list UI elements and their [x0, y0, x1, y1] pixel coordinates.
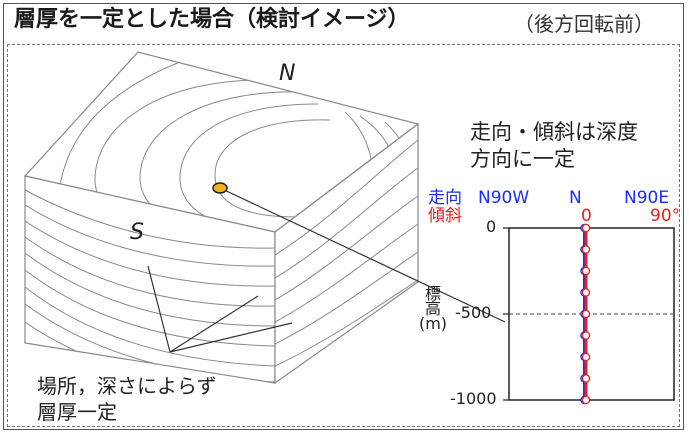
strike-right-label: N90E [624, 188, 670, 208]
page-subtitle: （後方回転前） [514, 12, 654, 36]
dip-right-label: 90° [650, 206, 681, 226]
dip-point-1 [581, 245, 591, 254]
dip-point-6 [581, 352, 591, 362]
caption-leader-lines [147, 265, 293, 353]
right-face [274, 122, 419, 385]
y-tick-1000: -1000 [450, 389, 497, 408]
y-tick-0: 0 [486, 217, 497, 236]
page-title: 層厚を一定とした場合（検討イメージ） [14, 7, 410, 32]
north-label: N [279, 61, 296, 86]
legend-strike: 走向 [428, 188, 462, 208]
dip-point-3 [581, 288, 591, 297]
y-axis-label: 標高(m) [418, 284, 448, 333]
dip-point-5 [581, 331, 591, 340]
note-line-1: 走向・傾斜は深度 [470, 120, 638, 144]
right-strata [275, 139, 418, 367]
caption-line-2: 層厚一定 [37, 400, 117, 424]
dip-point-4 [581, 309, 591, 319]
sample-point-marker [212, 182, 228, 194]
strike-center-label: N [569, 188, 582, 208]
y-tick-500: -500 [455, 303, 492, 322]
sample-leader-line [219, 187, 506, 323]
strike-left-label: N90W [478, 188, 530, 208]
legend-dip: 傾斜 [428, 206, 462, 226]
dip-point-8 [581, 395, 591, 405]
south-label: S [130, 220, 144, 245]
dip-point-0 [581, 223, 591, 233]
outer-border [3, 3, 684, 430]
depth-plot-frame [508, 227, 675, 401]
dip-point-7 [581, 374, 591, 383]
dip-left-label: 0 [581, 206, 592, 226]
dip-point-2 [581, 266, 591, 276]
caption-line-1: 場所，深さによらず [37, 374, 217, 398]
y-axis-ticks [503, 227, 509, 401]
content-border [7, 44, 680, 427]
note-line-2: 方向に一定 [470, 147, 575, 171]
